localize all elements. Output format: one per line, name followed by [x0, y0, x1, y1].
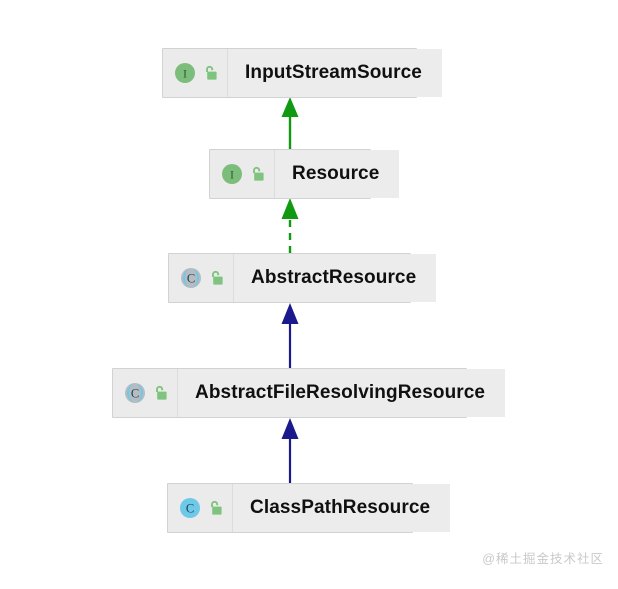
abstract-class-icon: C [124, 382, 146, 404]
svg-text:I: I [230, 168, 234, 182]
svg-text:C: C [131, 387, 139, 401]
edge-implements-inputstreamsource [281, 97, 299, 149]
unlocked-padlock-icon [209, 270, 224, 286]
svg-text:C: C [187, 272, 195, 286]
edge-extends-abstractfileresolvingresource [281, 418, 299, 483]
svg-text:I: I [183, 67, 187, 81]
class-node-label: ClassPathResource [233, 484, 451, 532]
unlocked-padlock-icon [203, 65, 218, 81]
unlocked-padlock-icon [153, 385, 168, 401]
class-node-label: Resource [275, 150, 400, 198]
class-node-abstract-resource[interactable]: C AbstractResource [168, 253, 437, 303]
watermark-text: @稀土掘金技术社区 [482, 552, 604, 566]
class-icon: C [179, 497, 201, 519]
edge-extends-abstractresource [281, 303, 299, 368]
abstract-class-icon: C [180, 267, 202, 289]
class-node-label: AbstractResource [234, 254, 437, 302]
node-icon-pane: I [163, 49, 228, 97]
node-icon-pane: C [169, 254, 234, 302]
class-node-input-stream-source[interactable]: I InputStreamSource [162, 48, 442, 98]
class-node-label: InputStreamSource [228, 49, 442, 97]
class-node-abstract-file-resolving-resource[interactable]: C AbstractFileResolvingResource [112, 368, 506, 418]
edge-implements-resource [281, 198, 299, 253]
node-icon-pane: I [210, 150, 275, 198]
interface-icon: I [221, 163, 243, 185]
class-node-class-path-resource[interactable]: C ClassPathResource [167, 483, 451, 533]
unlocked-padlock-icon [208, 500, 223, 516]
class-node-label: AbstractFileResolvingResource [178, 369, 506, 417]
node-icon-pane: C [113, 369, 178, 417]
unlocked-padlock-icon [250, 166, 265, 182]
class-node-resource[interactable]: I Resource [209, 149, 400, 199]
node-icon-pane: C [168, 484, 233, 532]
svg-text:C: C [186, 502, 194, 516]
interface-icon: I [174, 62, 196, 84]
